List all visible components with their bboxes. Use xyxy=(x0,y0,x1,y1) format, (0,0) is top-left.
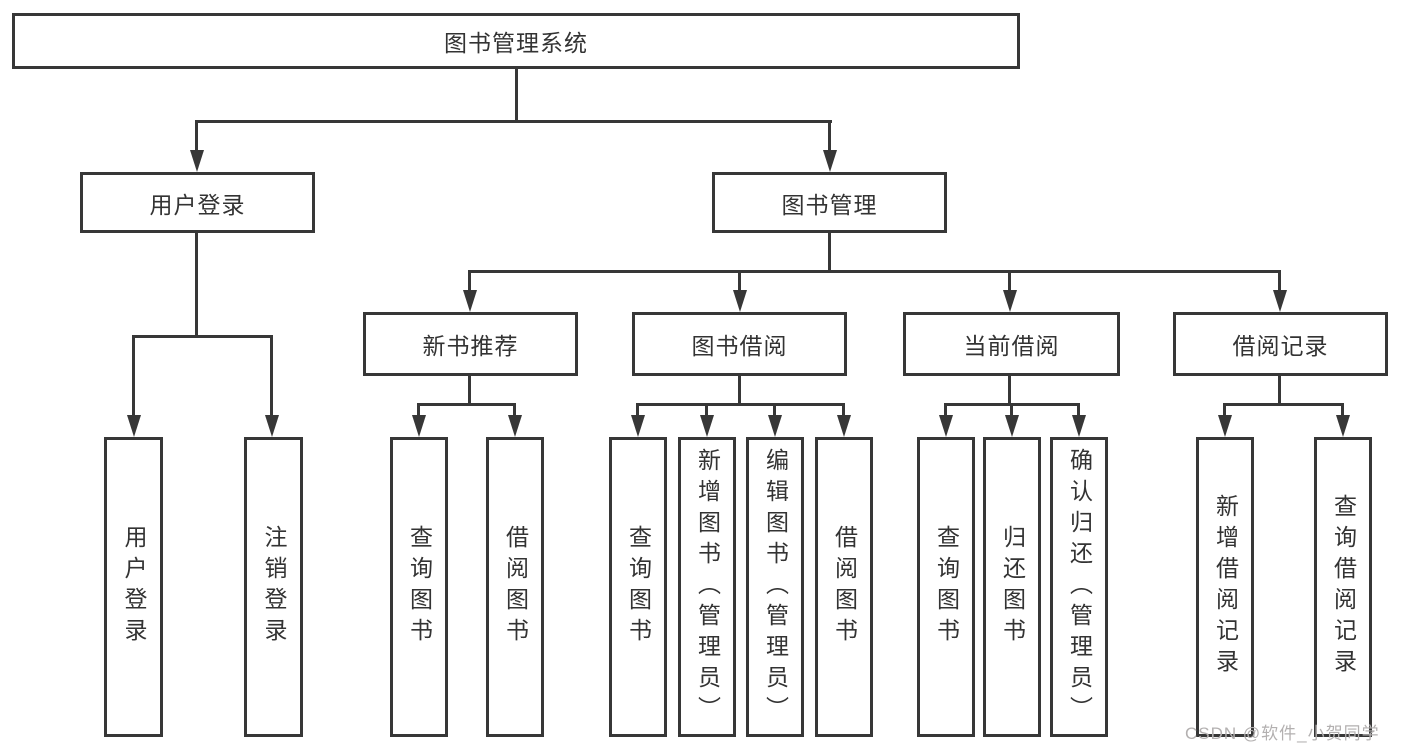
connector-line xyxy=(468,270,471,290)
arrowhead-icon xyxy=(1218,415,1232,437)
connector-line xyxy=(738,376,741,403)
leaf-logout: 注销登录 xyxy=(244,437,303,737)
leaf-query-books-2: 查询图书 xyxy=(609,437,667,737)
arrowhead-icon xyxy=(1336,415,1350,437)
leaf-edit-books-admin: 编辑图书（管理员） xyxy=(746,437,804,737)
leaf-borrow-books-2: 借阅图书 xyxy=(815,437,873,737)
arrowhead-icon xyxy=(733,290,747,312)
leaf-add-borrow-record-label: 新增借阅记录 xyxy=(1212,494,1239,680)
connector-line xyxy=(842,403,845,415)
connector-line xyxy=(828,233,831,270)
arrowhead-icon xyxy=(463,290,477,312)
csdn-watermark: CSDN @软件_小贺同学 xyxy=(1185,724,1380,743)
arrowhead-icon xyxy=(939,415,953,437)
leaf-user-login-label: 用户登录 xyxy=(121,525,147,649)
arrowhead-icon xyxy=(127,415,141,437)
arrowhead-icon xyxy=(508,415,522,437)
node-user-login: 用户登录 xyxy=(80,172,315,233)
node-user-login-label: 用户登录 xyxy=(149,191,246,218)
connector-line xyxy=(195,233,198,335)
connector-line xyxy=(468,376,471,403)
connector-line xyxy=(1008,270,1011,290)
connector-line xyxy=(636,403,845,406)
node-root-label: 图书管理系统 xyxy=(444,30,588,56)
connector-line xyxy=(1278,376,1281,403)
arrowhead-icon xyxy=(1003,290,1017,312)
arrowhead-icon xyxy=(823,150,837,172)
node-book-management: 图书管理 xyxy=(712,172,947,233)
leaf-query-books-3-label: 查询图书 xyxy=(933,525,960,649)
node-root: 图书管理系统 xyxy=(12,13,1020,69)
arrowhead-icon xyxy=(1005,415,1019,437)
connector-line xyxy=(515,69,518,120)
leaf-query-books-1: 查询图书 xyxy=(390,437,448,737)
leaf-edit-books-admin-label: 编辑图书（管理员） xyxy=(762,447,789,727)
connector-line xyxy=(195,120,198,152)
connector-line xyxy=(468,270,1281,273)
connector-line xyxy=(417,403,516,406)
connector-line xyxy=(705,403,708,415)
connector-line xyxy=(1008,376,1011,403)
connector-line xyxy=(773,403,776,415)
node-new-book-recommend-label: 新书推荐 xyxy=(422,333,519,359)
leaf-confirm-return-admin: 确认归还（管理员） xyxy=(1050,437,1108,737)
connector-line xyxy=(1077,403,1080,415)
node-borrow-records-label: 借阅记录 xyxy=(1232,333,1329,359)
connector-line xyxy=(1278,270,1281,290)
connector-line xyxy=(1223,403,1226,415)
arrowhead-icon xyxy=(190,150,204,172)
arrowhead-icon xyxy=(1072,415,1086,437)
connector-line xyxy=(944,403,947,415)
node-current-borrow: 当前借阅 xyxy=(903,312,1120,376)
connector-line xyxy=(828,120,831,152)
arrowhead-icon xyxy=(700,415,714,437)
connector-line xyxy=(636,403,639,415)
connector-line xyxy=(132,335,135,415)
leaf-query-borrow-record-label: 查询借阅记录 xyxy=(1330,494,1357,680)
leaf-return-books: 归还图书 xyxy=(983,437,1041,737)
connector-line xyxy=(1223,403,1344,406)
leaf-borrow-books-2-label: 借阅图书 xyxy=(831,525,858,649)
connector-line xyxy=(1010,403,1013,415)
connector-line xyxy=(738,270,741,290)
node-new-book-recommend: 新书推荐 xyxy=(363,312,578,376)
connector-line xyxy=(195,120,832,123)
connector-line xyxy=(1341,403,1344,415)
node-book-management-label: 图书管理 xyxy=(781,191,878,218)
leaf-query-books-2-label: 查询图书 xyxy=(625,525,652,649)
leaf-add-books-admin-label: 新增图书（管理员） xyxy=(694,447,721,727)
leaf-query-books-3: 查询图书 xyxy=(917,437,975,737)
connector-line xyxy=(132,335,273,338)
arrowhead-icon xyxy=(837,415,851,437)
leaf-add-books-admin: 新增图书（管理员） xyxy=(678,437,736,737)
leaf-confirm-return-admin-label: 确认归还（管理员） xyxy=(1066,447,1093,727)
leaf-query-borrow-record: 查询借阅记录 xyxy=(1314,437,1372,737)
node-borrow-records: 借阅记录 xyxy=(1173,312,1388,376)
leaf-borrow-books-1-label: 借阅图书 xyxy=(502,525,529,649)
leaf-return-books-label: 归还图书 xyxy=(999,525,1026,649)
connector-line xyxy=(270,335,273,415)
node-current-borrow-label: 当前借阅 xyxy=(963,333,1060,359)
leaf-query-books-1-label: 查询图书 xyxy=(406,525,433,649)
connector-line xyxy=(513,403,516,415)
arrowhead-icon xyxy=(265,415,279,437)
leaf-borrow-books-1: 借阅图书 xyxy=(486,437,544,737)
leaf-add-borrow-record: 新增借阅记录 xyxy=(1196,437,1254,737)
connector-line xyxy=(417,403,420,415)
arrowhead-icon xyxy=(768,415,782,437)
node-book-borrow-label: 图书借阅 xyxy=(691,333,788,359)
leaf-logout-label: 注销登录 xyxy=(261,525,287,649)
leaf-user-login: 用户登录 xyxy=(104,437,163,737)
node-book-borrow: 图书借阅 xyxy=(632,312,847,376)
arrowhead-icon xyxy=(631,415,645,437)
arrowhead-icon xyxy=(412,415,426,437)
arrowhead-icon xyxy=(1273,290,1287,312)
